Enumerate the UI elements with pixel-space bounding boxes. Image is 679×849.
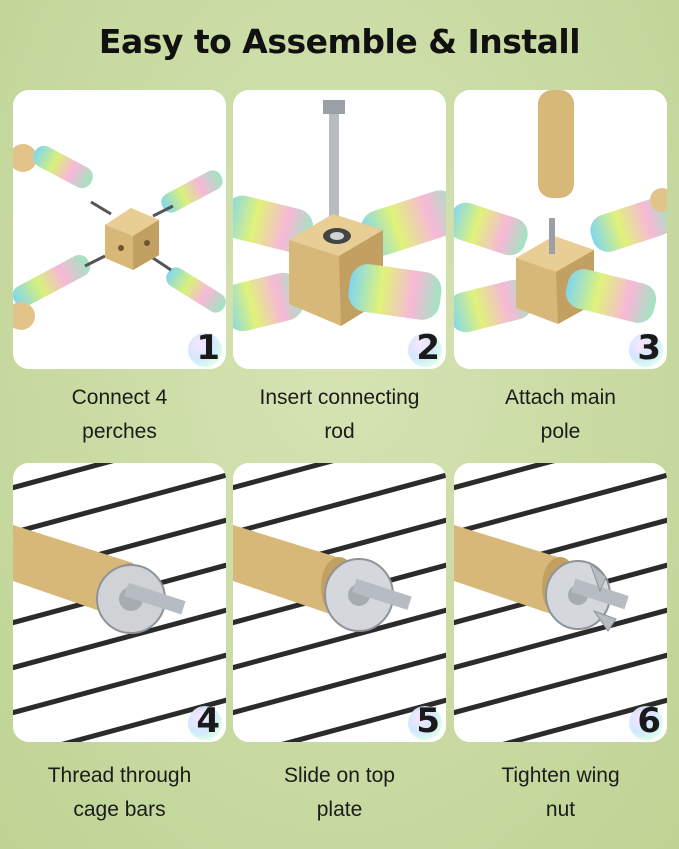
step-1-card: 1 [13, 90, 226, 369]
caption-line: Thread through [47, 764, 192, 787]
step-2-card: 2 [233, 90, 446, 369]
step-1-badge [188, 333, 222, 367]
step-4-number: 4 [196, 701, 220, 741]
caption-line: Connect 4 [71, 386, 168, 409]
main-pole-illustration [454, 90, 667, 369]
step-6-number: 6 [637, 701, 661, 741]
step-6-card: 6 [454, 463, 667, 742]
caption-line: Insert connecting [259, 386, 420, 409]
step-6-caption: Tighten wing nut [454, 759, 667, 827]
wing-nut-illustration [454, 463, 667, 742]
connecting-rod-illustration [233, 90, 446, 369]
step-5-number: 5 [416, 701, 440, 741]
step-3-card: 3 [454, 90, 667, 369]
cage-bars-thread-illustration [13, 463, 226, 742]
step-2-caption: Insert connecting rod [233, 381, 446, 449]
caption-line: cage bars [73, 798, 166, 821]
caption-line: rod [324, 420, 355, 443]
caption-line: Slide on top [284, 764, 395, 787]
top-plate-illustration [233, 463, 446, 742]
caption-line: nut [545, 798, 576, 821]
step-3-number: 3 [637, 328, 661, 368]
perches-cube-illustration [13, 90, 226, 369]
step-5-caption: Slide on top plate [233, 759, 446, 827]
step-1-caption: Connect 4 perches [13, 381, 226, 449]
caption-line: Tighten wing [501, 764, 620, 787]
step-5-badge [408, 706, 442, 740]
page-title: Easy to Assemble & Install [98, 22, 581, 61]
step-4-card: 4 [13, 463, 226, 742]
caption-line: pole [540, 420, 581, 443]
caption-line: Attach main [505, 386, 616, 409]
caption-line: perches [82, 420, 157, 443]
step-1-number: 1 [196, 328, 220, 368]
step-4-caption: Thread through cage bars [13, 759, 226, 827]
step-3-badge [629, 333, 663, 367]
step-2-number: 2 [416, 328, 440, 368]
caption-line: plate [316, 798, 363, 821]
step-5-card: 5 [233, 463, 446, 742]
step-3-caption: Attach main pole [454, 381, 667, 449]
step-2-badge [408, 333, 442, 367]
step-4-badge [188, 706, 222, 740]
step-6-badge [629, 706, 663, 740]
